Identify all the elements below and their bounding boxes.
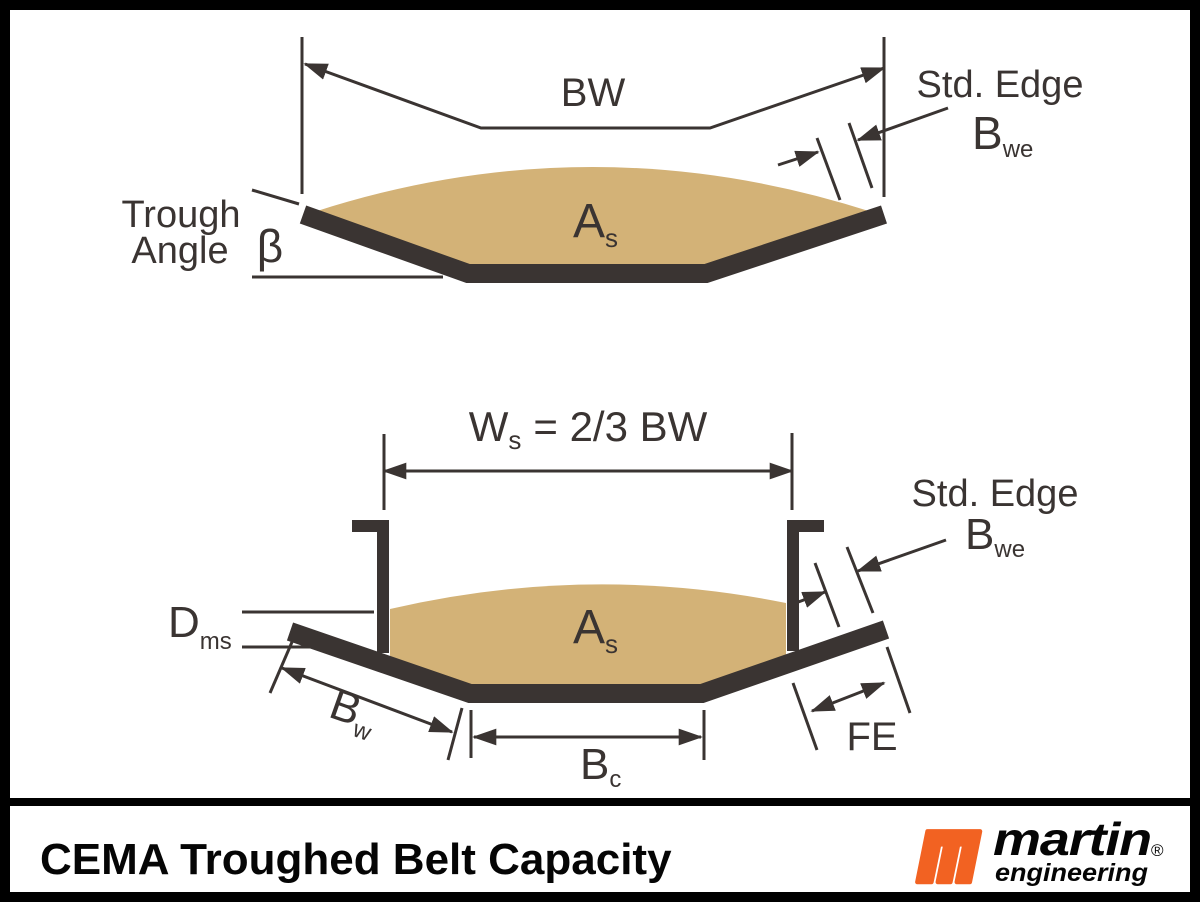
std-edge-label-bottom: Std. Edge [912, 473, 1079, 515]
fe-label: FE [846, 715, 897, 759]
bwe-label-bottom: Bwe [965, 510, 1025, 563]
brand-subname: engineering [995, 859, 1148, 887]
brand-name: martin [993, 813, 1151, 865]
troughed-belt [299, 205, 887, 283]
bw-dimension-line [280, 666, 454, 734]
registered-mark: ® [1151, 841, 1164, 860]
material-cross-section [390, 584, 786, 689]
bottom-cross-section: Ws= 2/3 BW Std. Edge Bwe Dms Bw Bc FE As [168, 403, 1078, 793]
std-edge-label-top: Std. Edge [917, 64, 1084, 106]
page-title: CEMA Troughed Belt Capacity [40, 835, 672, 884]
bwe-label-top: Bwe [972, 107, 1033, 163]
dms-label: Dms [168, 598, 232, 655]
bwe-tick-inner-top [815, 137, 842, 201]
trough-angle-leader-line [251, 188, 300, 206]
bwe-tick-outer-bottom [845, 546, 875, 614]
trough-angle-label-line2: Angle [131, 230, 228, 272]
bwe-tick-inner-bottom [813, 562, 841, 628]
skirtboard-right [787, 520, 799, 651]
fe-wing-tick-inner [791, 682, 819, 751]
martin-m-icon [915, 829, 983, 885]
bwe-small-arrow-bottom [792, 590, 827, 608]
fe-wing-tick-outer [885, 646, 912, 714]
bwe-tick-outer-top [847, 122, 874, 189]
bw-wing-tick-inner [446, 707, 464, 761]
bc-label: Bc [580, 740, 621, 793]
bwe-leader-arrow-top [856, 106, 949, 142]
martin-engineering-logo: martin ® engineering [915, 813, 1164, 887]
ws-label: Ws= 2/3 BW [469, 403, 708, 455]
material-cross-section [314, 167, 872, 270]
bw-wing-tick-outer [268, 641, 294, 694]
bw-label: BW [561, 71, 626, 115]
area-label-top: As [573, 195, 618, 253]
bwe-leader-arrow-bottom [856, 538, 947, 573]
top-cross-section: BW Std. Edge Bwe Trough Angle β As [122, 37, 1084, 283]
trough-angle-label-line1: Trough [122, 194, 241, 236]
area-label-bottom: As [573, 601, 618, 659]
bw-dimension-line [303, 62, 886, 130]
skirtboard-left-flange [352, 520, 389, 532]
footer-bar: CEMA Troughed Belt Capacity martin ® eng… [6, 798, 1194, 887]
bwe-small-arrow-top [777, 150, 820, 167]
skirtboard-left [377, 520, 389, 653]
bw-label: Bw [322, 679, 385, 747]
beta-symbol: β [257, 220, 283, 272]
troughed-belt [286, 620, 890, 703]
footer-separator-rule [6, 798, 1194, 806]
fe-dimension-line [810, 681, 886, 713]
skirtboard-right-flange [787, 520, 824, 532]
